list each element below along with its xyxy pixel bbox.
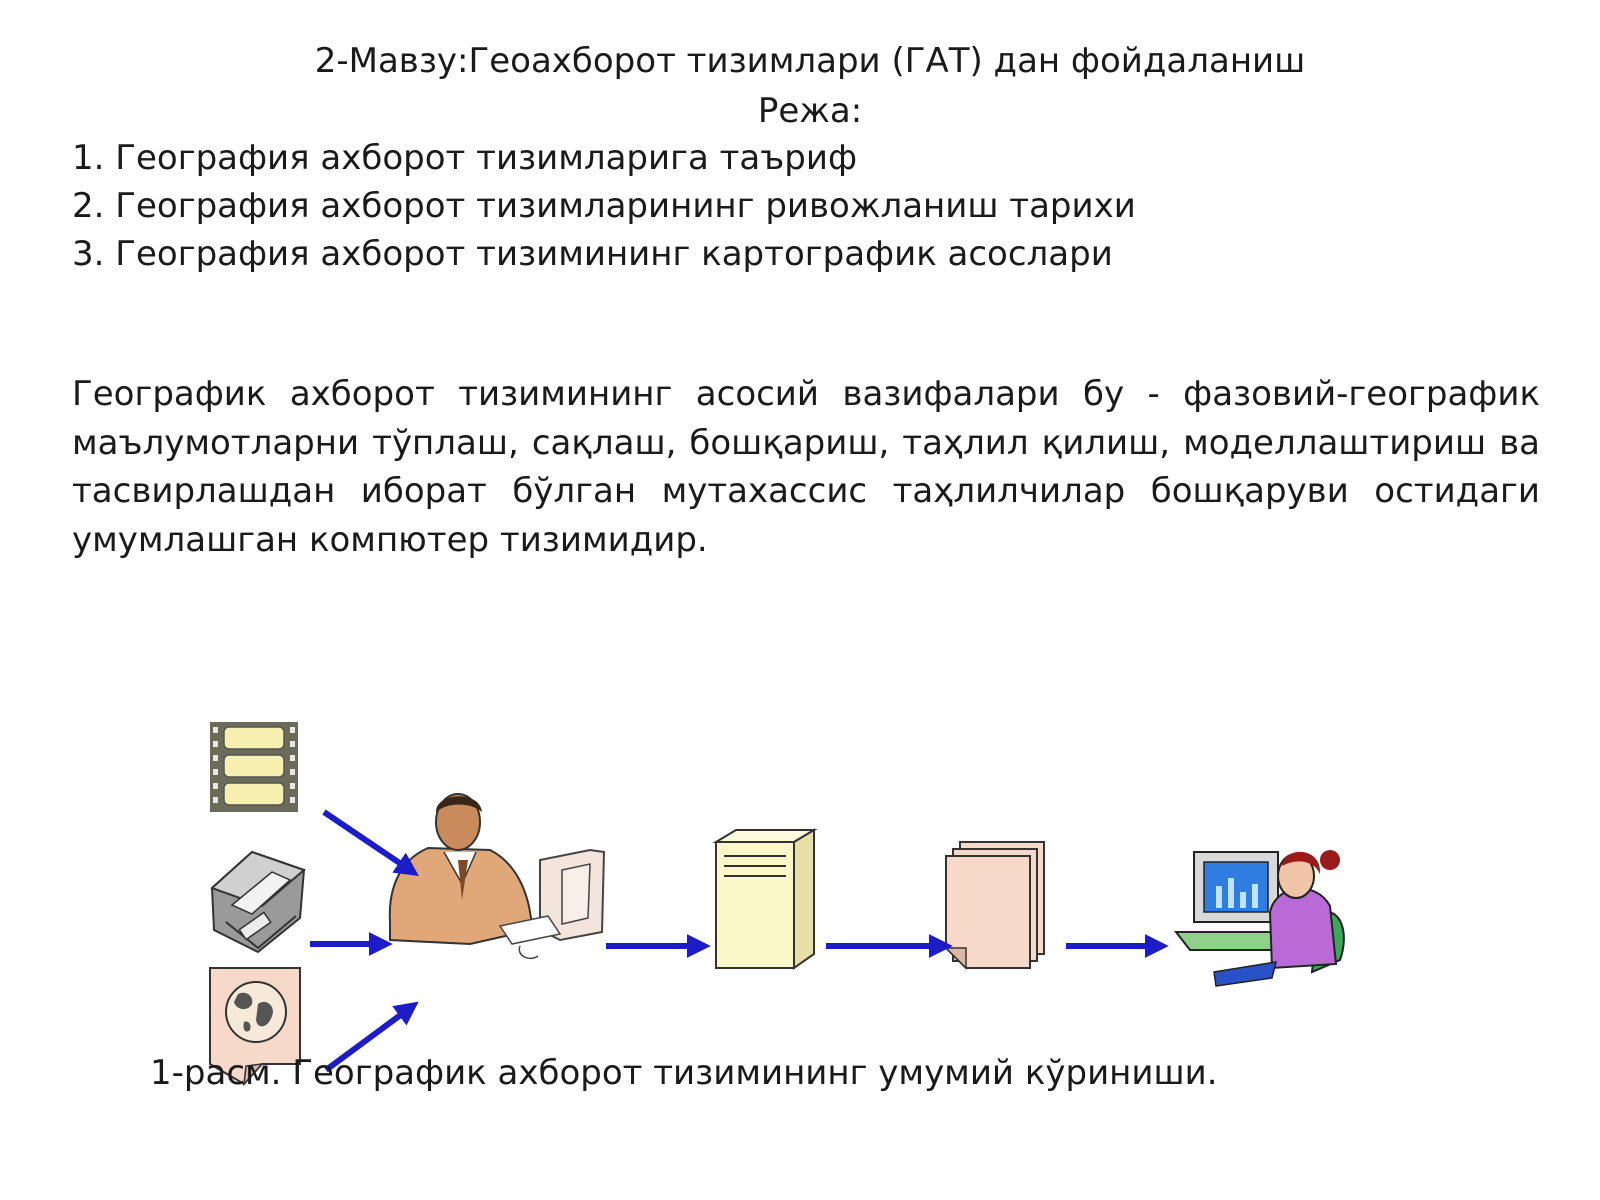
plan-heading: Режа: xyxy=(757,91,863,131)
film-strip-icon xyxy=(210,722,298,812)
flow-arrows xyxy=(310,809,1169,1073)
user-at-computer-icon xyxy=(1173,850,1345,987)
page-title: 2-Мавзу:Геоахборот тизимлари (ГАТ) дан ф… xyxy=(314,41,1306,81)
definition-paragraph: Географик ахборот тизимининг асосий вази… xyxy=(72,374,1540,560)
arrow-map-to-operator xyxy=(324,1001,419,1073)
operator-at-computer-icon xyxy=(388,793,606,960)
figure-caption: 1-расм. Географик ахборот тизимининг уму… xyxy=(150,1053,1218,1093)
fax-machine-icon xyxy=(210,850,306,954)
server-tower-icon xyxy=(712,828,818,970)
plan-item: 1. География ахборот тизимларига таъриф xyxy=(72,138,858,178)
map-document-icon xyxy=(209,967,301,1087)
arrow-film-to-operator xyxy=(322,809,419,877)
plan-list: 1. География ахборот тизимларига таъриф … xyxy=(72,134,1136,278)
document-stack-icon xyxy=(944,841,1045,970)
plan-item: 2. География ахборот тизимларининг ривож… xyxy=(72,186,1136,226)
plan-item: 3. География ахборот тизимининг картогра… xyxy=(72,234,1113,274)
